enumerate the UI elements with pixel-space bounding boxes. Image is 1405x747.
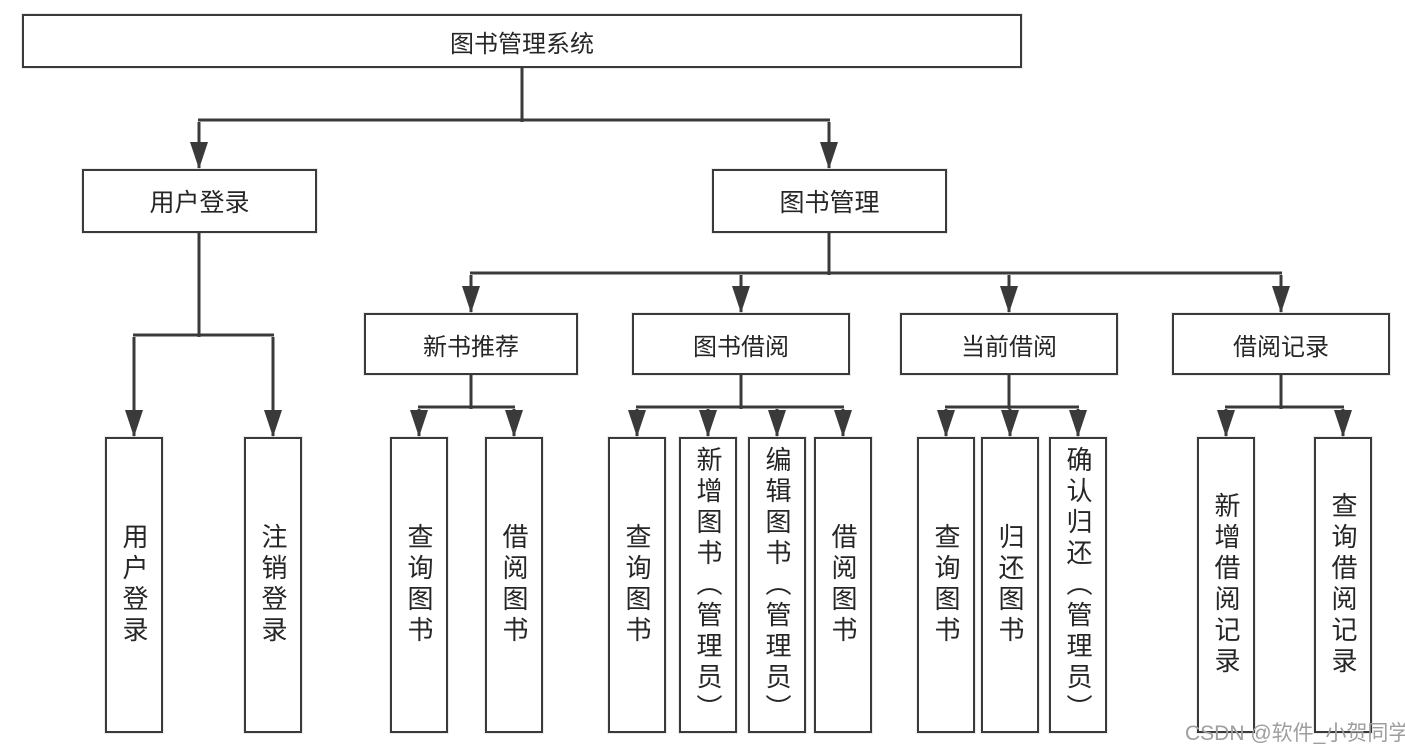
node-current-borrowing: 当前借阅 bbox=[900, 313, 1118, 375]
csdn-watermark: CSDN @软件_小贺同学 bbox=[1185, 722, 1405, 745]
node-label: 图书管理 bbox=[779, 189, 880, 217]
leaf-user-login: 用户登录 bbox=[105, 437, 163, 733]
connector-arrowheads bbox=[125, 142, 1352, 437]
leaf-return-book: 归还图书 bbox=[981, 437, 1039, 733]
node-book-management-system: 图书管理系统 bbox=[22, 14, 1022, 68]
node-label: 图书管理系统 bbox=[450, 30, 594, 58]
node-label: 用户登录 bbox=[149, 189, 250, 217]
leaf-query-books-borrowing: 查询图书 bbox=[608, 437, 666, 733]
node-label: 当前借阅 bbox=[961, 333, 1057, 361]
leaf-confirm-return-admin: 确认归还（管理员） bbox=[1049, 437, 1107, 733]
leaf-logout: 注销登录 bbox=[244, 437, 302, 733]
leaf-add-book-admin: 新增图书（管理员） bbox=[679, 437, 737, 733]
leaf-query-books-current: 查询图书 bbox=[917, 437, 975, 733]
leaf-borrow-books-recommend: 借阅图书 bbox=[485, 437, 543, 733]
leaf-edit-book-admin: 编辑图书（管理员） bbox=[748, 437, 806, 733]
node-book-borrowing: 图书借阅 bbox=[632, 313, 850, 375]
leaf-query-borrow-record: 查询借阅记录 bbox=[1314, 437, 1372, 733]
node-new-book-recommendation: 新书推荐 bbox=[364, 313, 578, 375]
leaf-borrow-books: 借阅图书 bbox=[814, 437, 872, 733]
leaf-add-borrow-record: 新增借阅记录 bbox=[1197, 437, 1255, 733]
node-label: 新书推荐 bbox=[423, 333, 519, 361]
node-user-login: 用户登录 bbox=[82, 169, 317, 233]
node-label: 借阅记录 bbox=[1233, 333, 1329, 361]
node-label: 图书借阅 bbox=[693, 333, 789, 361]
node-borrowing-records: 借阅记录 bbox=[1172, 313, 1390, 375]
connector-trunk-lines bbox=[133, 68, 1344, 409]
node-book-management: 图书管理 bbox=[712, 169, 947, 233]
leaf-query-books-recommend: 查询图书 bbox=[390, 437, 448, 733]
